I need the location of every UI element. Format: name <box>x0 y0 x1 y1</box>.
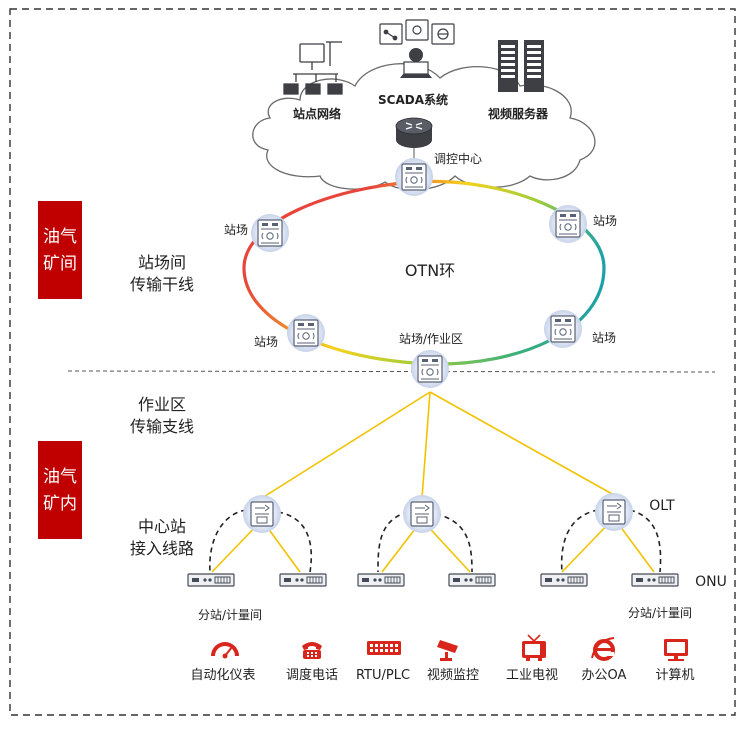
region-label-lower: 油气 矿内 <box>38 441 82 539</box>
work-area-node <box>410 349 450 389</box>
region-upper-line2: 矿间 <box>43 254 77 274</box>
legend-label-cctv: 视频监控 <box>427 668 479 683</box>
olt-node-left <box>242 494 282 534</box>
control-center-node <box>394 157 434 197</box>
outer-frame <box>9 8 736 716</box>
site-network-icon <box>283 41 343 95</box>
onu-device-3 <box>357 573 405 587</box>
trunk-label-line2: 传输干线 <box>130 275 194 294</box>
onu-device-2 <box>279 573 327 587</box>
station-node-right-top <box>548 204 588 244</box>
station-work-area-label: 站场/作业区 <box>399 332 463 346</box>
computer-icon <box>664 639 688 661</box>
substation-label-right: 分站/计量间 <box>628 606 692 620</box>
region-divider <box>67 370 716 373</box>
branch-lines <box>211 391 655 573</box>
branch-label-line1: 作业区 <box>138 395 186 414</box>
station-label-left-top: 站场 <box>224 223 248 237</box>
cctv-camera-icon <box>437 640 458 661</box>
legend-label-gauge: 自动化仪表 <box>190 668 255 683</box>
olt-node-center <box>402 494 442 534</box>
onu-device-5 <box>540 573 588 587</box>
station-node-left-top <box>250 213 290 253</box>
scada-operator-icon <box>379 19 455 78</box>
access-label-line1: 中心站 <box>138 517 186 536</box>
station-label-right-bottom: 站场 <box>592 331 616 345</box>
rtu-plc-icon <box>367 641 401 655</box>
legend-label-telephone: 调度电话 <box>286 667 338 683</box>
legend-label-computer: 计算机 <box>655 668 694 683</box>
olt-node-right <box>594 492 634 532</box>
router-icon <box>395 117 433 148</box>
gauge-icon <box>211 642 239 659</box>
video-server-label: 视频服务器 <box>488 106 549 121</box>
control-center-label: 调控中心 <box>434 151 482 166</box>
station-label-right-top: 站场 <box>593 214 617 228</box>
station-node-left-bottom <box>286 313 326 353</box>
ie-icon <box>591 637 615 661</box>
legend-label-tv: 工业电视 <box>506 668 558 683</box>
video-server-icon <box>498 40 544 92</box>
access-label-line2: 接入线路 <box>130 539 194 558</box>
tv-icon <box>522 634 546 661</box>
station-label-left-bottom: 站场 <box>254 335 278 349</box>
region-label-upper: 油气 矿间 <box>38 201 82 299</box>
region-lower-line1: 油气 <box>43 467 77 487</box>
onu-device-1 <box>187 573 235 587</box>
substation-label-left: 分站/计量间 <box>198 608 262 622</box>
onu-label: ONU <box>695 574 727 590</box>
region-lower-line2: 矿内 <box>43 494 77 514</box>
onu-device-4 <box>448 573 496 587</box>
onu-device-6 <box>631 573 679 587</box>
region-upper-line1: 油气 <box>43 227 77 247</box>
otn-ring-label: OTN环 <box>405 261 455 280</box>
site-network-label: 站点网络 <box>293 106 341 121</box>
telephone-icon <box>302 642 322 659</box>
olt-label: OLT <box>649 498 675 514</box>
protection-arcs <box>209 509 662 573</box>
trunk-label-line1: 站场间 <box>138 253 186 272</box>
legend-label-rtu-plc: RTU/PLC <box>356 668 410 683</box>
legend-label-oa: 办公OA <box>582 668 627 683</box>
branch-label-line2: 传输支线 <box>130 417 194 436</box>
station-node-right-bottom <box>543 309 583 349</box>
scada-label: SCADA系统 <box>378 92 448 107</box>
